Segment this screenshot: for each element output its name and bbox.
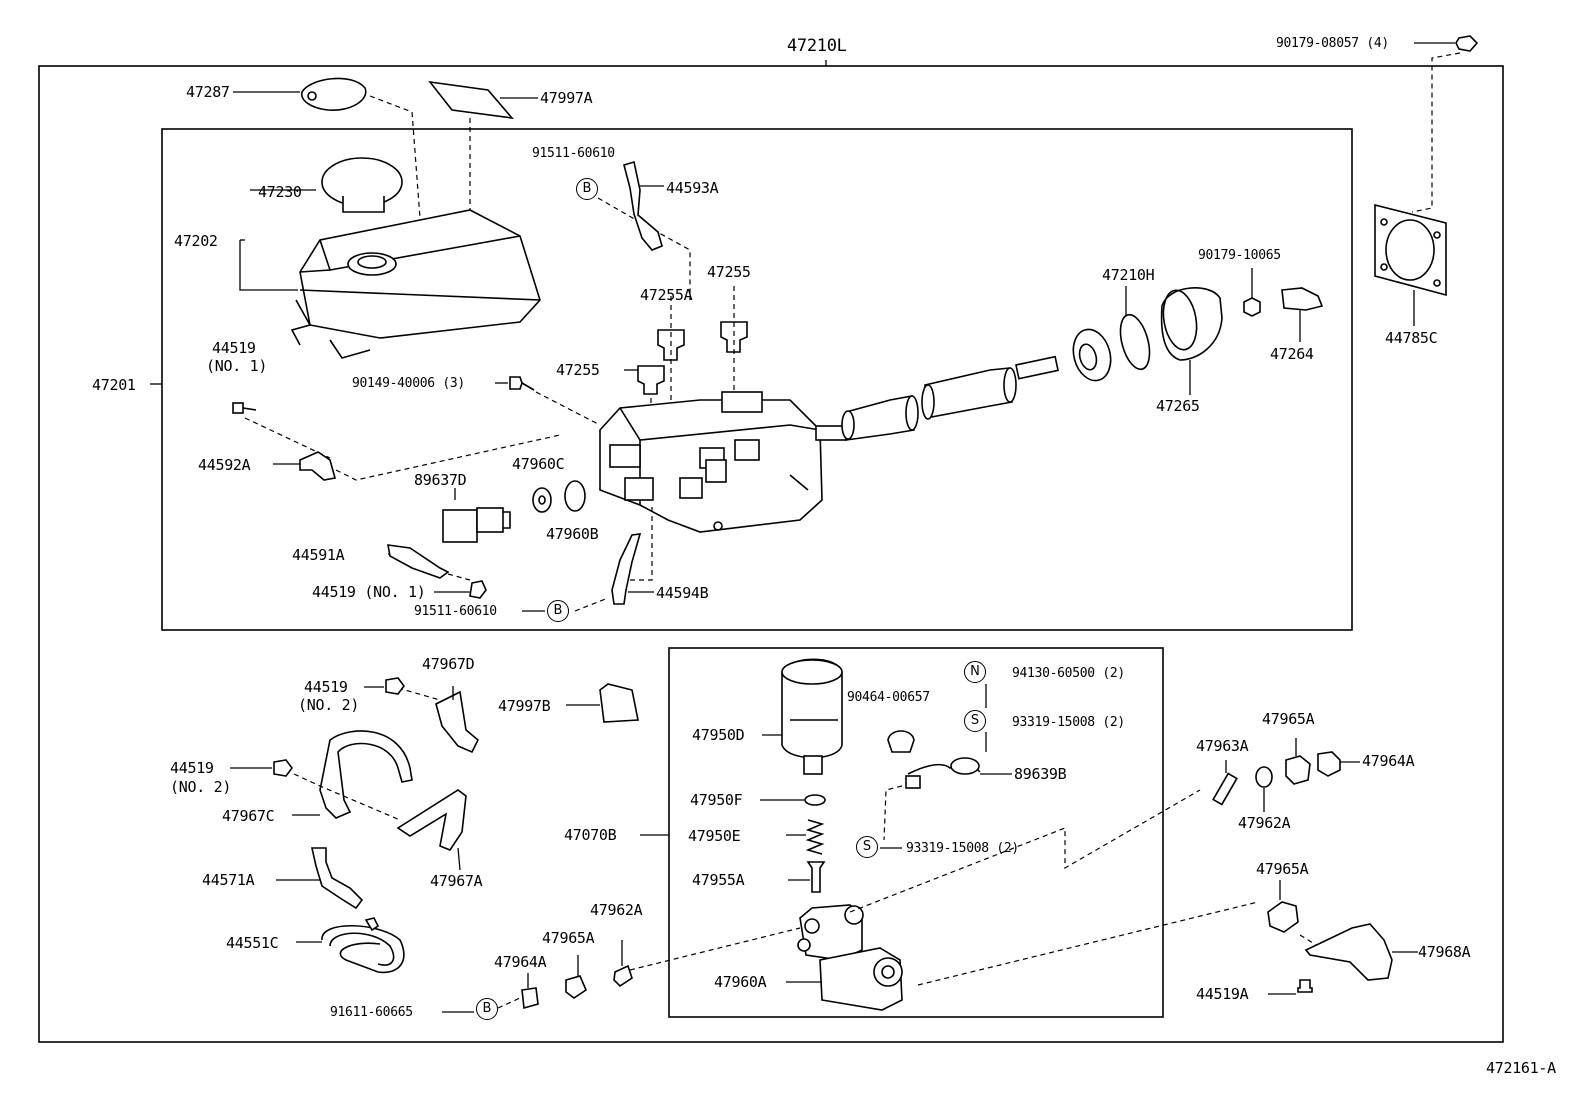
part-label-47965a-c: 47965A (542, 929, 595, 947)
part-label-90149-40006: 90149-40006 (3) (352, 376, 465, 391)
part-label-44593a: 44593A (666, 179, 719, 197)
part-label-93319-15008-a: 93319-15008 (2) (1012, 715, 1125, 730)
part-label-44519-no1-b: 44519 (NO. 1) (312, 583, 426, 601)
part-label-47950e: 47950E (688, 827, 741, 845)
part-label-44785c: 44785C (1385, 329, 1438, 347)
part-label-47965a-a: 47965A (1262, 710, 1315, 728)
part-label-47967c: 47967C (222, 807, 275, 825)
part-label-93319-15008-b: 93319-15008 (2) (906, 841, 1019, 856)
part-label-47255: 47255 (707, 263, 751, 281)
part-label-94130-60500: 94130-60500 (2) (1012, 666, 1125, 681)
part-label-44519-no2-a: 44519 (304, 678, 348, 696)
part-label-47960b: 47960B (546, 525, 599, 543)
part-label-47210h: 47210H (1102, 266, 1155, 284)
part-label-47255a: 47255A (640, 286, 693, 304)
part-label-47202: 47202 (174, 232, 218, 250)
callout-n: N (964, 661, 986, 683)
part-label-47230: 47230 (258, 183, 302, 201)
callout-b-lower-left: B (476, 998, 498, 1020)
part-label-47960c: 47960C (512, 455, 565, 473)
part-label-no1-a: (NO. 1) (206, 357, 268, 375)
part-label-91611-60665: 91611-60665 (330, 1005, 413, 1020)
part-label-47962a-a: 47962A (1238, 814, 1291, 832)
part-label-no2-b: (NO. 2) (170, 778, 232, 796)
part-label-47997a: 47997A (540, 89, 593, 107)
part-label-47964a-b: 47964A (494, 953, 547, 971)
plate-44785c (1374, 203, 1447, 297)
part-label-44519a: 44519A (1196, 985, 1249, 1003)
part-label-44519-no1-a: 44519 (212, 339, 256, 357)
part-label-44519-no2-b: 44519 (170, 759, 214, 777)
part-label-47950f: 47950F (690, 791, 743, 809)
part-label-47950d: 47950D (692, 726, 745, 744)
part-label-44592a: 44592A (198, 456, 251, 474)
part-label-44551c: 44551C (226, 934, 279, 952)
part-label-47963a: 47963A (1196, 737, 1249, 755)
callout-b-bottom: B (547, 600, 569, 622)
part-label-44571a: 44571A (202, 871, 255, 889)
part-label-91511-60610-bottom: 91511-60610 (414, 604, 497, 619)
part-label-47964a-a: 47964A (1362, 752, 1415, 770)
part-label-no2-a: (NO. 2) (298, 696, 360, 714)
callout-s-top: S (964, 710, 986, 732)
part-label-47265: 47265 (1156, 397, 1200, 415)
part-label-47960a: 47960A (714, 973, 767, 991)
callout-b-top: B (576, 178, 598, 200)
part-label-47967d: 47967D (422, 655, 475, 673)
part-label-47255-b: 47255 (556, 361, 600, 379)
part-label-91511-60610-top: 91511-60610 (532, 146, 615, 161)
part-label-47070b: 47070B (564, 826, 617, 844)
part-label-47965a-b: 47965A (1256, 860, 1309, 878)
part-label-89637d: 89637D (414, 471, 467, 489)
part-label-89639b: 89639B (1014, 765, 1067, 783)
part-label-47997b: 47997B (498, 697, 551, 715)
part-label-47287: 47287 (186, 83, 230, 101)
part-label-47967a: 47967A (430, 872, 483, 890)
part-label-44594b: 44594B (656, 584, 709, 602)
part-label-90179-08057: 90179-08057 (4) (1276, 36, 1389, 51)
part-label-47264: 47264 (1270, 345, 1314, 363)
part-label-47962a-b: 47962A (590, 901, 643, 919)
figure-code: 472161-A (1486, 1059, 1556, 1077)
part-label-90179-10065: 90179-10065 (1198, 248, 1281, 263)
part-label-47968a: 47968A (1418, 943, 1471, 961)
part-label-44591a: 44591A (292, 546, 345, 564)
inner-frame-master-cylinder (161, 128, 1353, 631)
inner-frame-pump (668, 647, 1164, 1018)
callout-s-bottom: S (856, 836, 878, 858)
assembly-label-47210l: 47210L (787, 36, 847, 56)
outer-frame (38, 65, 1504, 1043)
part-label-90464-00657: 90464-00657 (847, 690, 930, 705)
part-label-47201: 47201 (92, 376, 136, 394)
part-label-47955a: 47955A (692, 871, 745, 889)
